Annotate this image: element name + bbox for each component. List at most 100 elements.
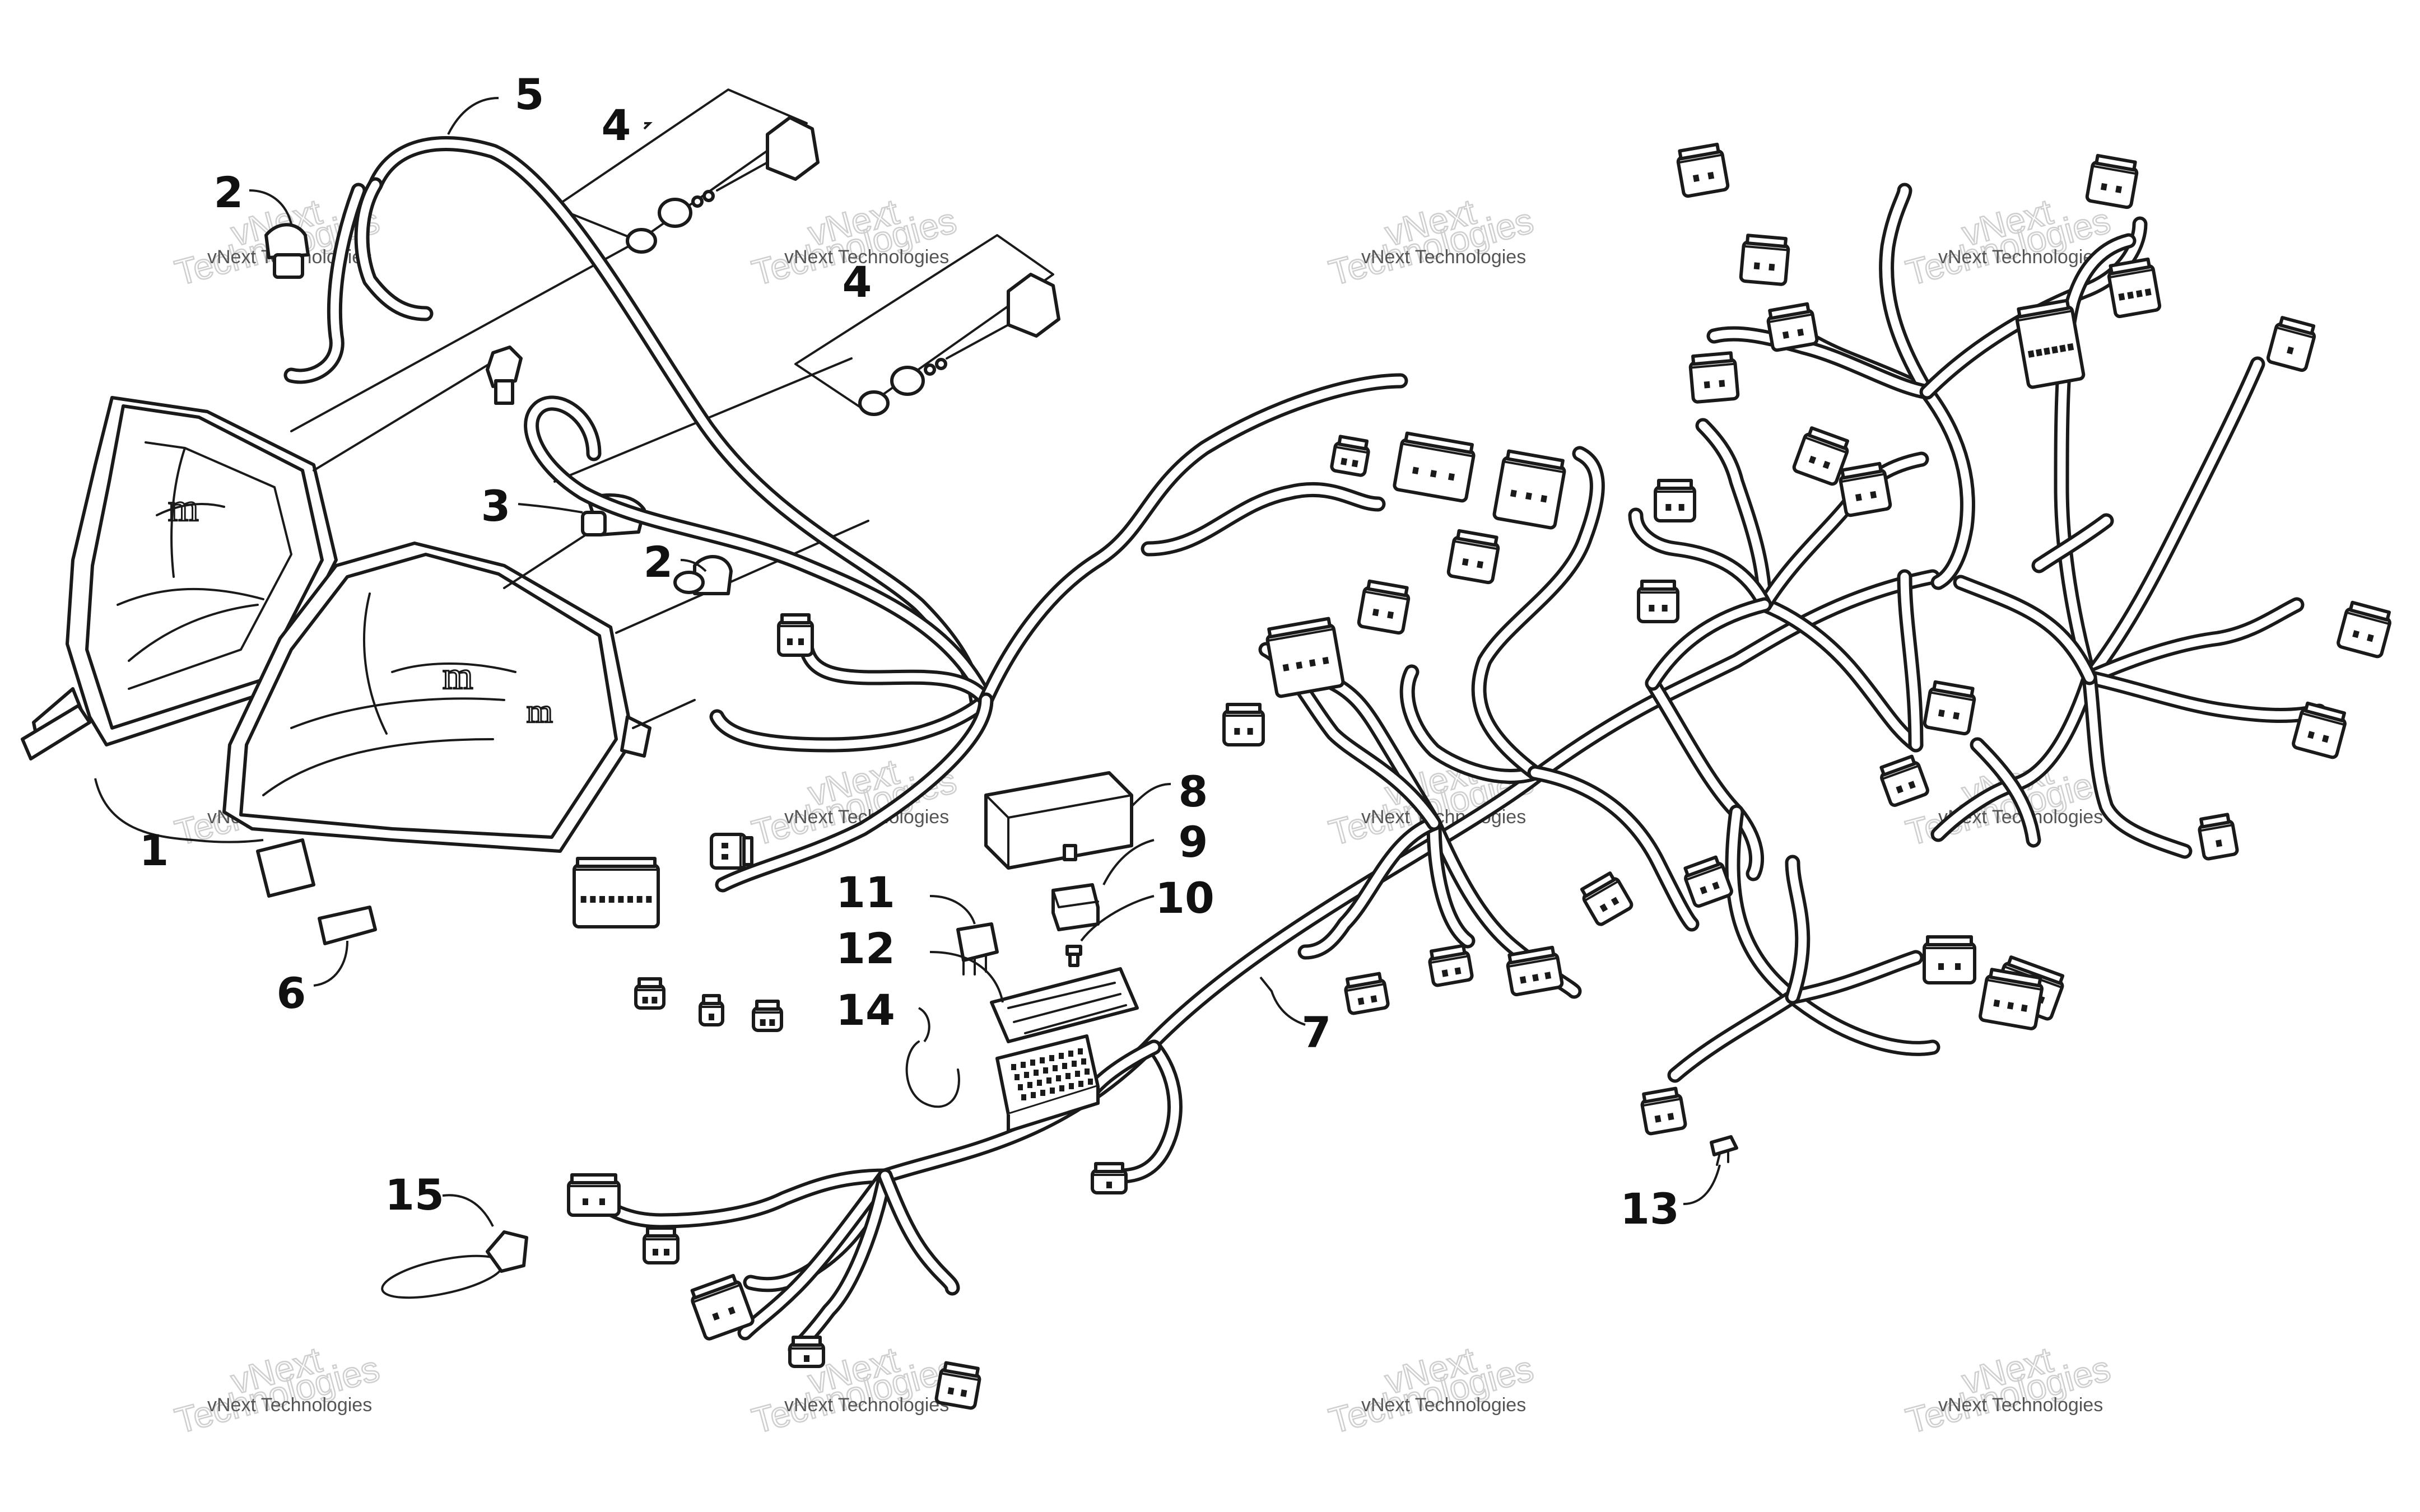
connector-42 bbox=[567, 1173, 621, 1217]
main-harness-branch-12 bbox=[1695, 418, 1772, 613]
callout-1: 1 bbox=[139, 825, 169, 875]
connector-24 bbox=[1265, 617, 1345, 698]
main-harness-branch-4 bbox=[1527, 765, 1700, 932]
main-harness-branch-8 bbox=[1297, 815, 1442, 960]
main-harness-branch-27 bbox=[1970, 737, 2041, 848]
main-harness-branch-29 bbox=[1645, 597, 1772, 691]
mini-relay bbox=[956, 922, 999, 976]
main-harness-branch-34 bbox=[2031, 513, 2114, 573]
callout-3: 3 bbox=[481, 481, 511, 531]
headlight-harness-branch-6 bbox=[799, 642, 994, 708]
headlight-harness-branch-7 bbox=[978, 373, 1408, 708]
main-harness-branch-33 bbox=[1785, 855, 1811, 1005]
connector-37 bbox=[752, 1000, 783, 1032]
main-harness-branch-35 bbox=[575, 1168, 893, 1229]
main-harness-branch-40 bbox=[1113, 1039, 1183, 1184]
watermark-text: vNext Technologies bbox=[1938, 246, 2103, 268]
callout-7: 7 bbox=[1302, 1007, 1332, 1057]
main-harness-branch-26 bbox=[2082, 670, 2193, 859]
connector-8 bbox=[1654, 479, 1696, 522]
connector-6 bbox=[1839, 461, 1892, 517]
watermark-text: vNext Technologies bbox=[1938, 1394, 2103, 1416]
connector-32 bbox=[777, 613, 814, 657]
connector-2 bbox=[2085, 153, 2139, 209]
callout-8: 8 bbox=[1179, 767, 1208, 816]
connector-27 bbox=[1428, 944, 1474, 987]
bulb-upper-left bbox=[264, 223, 310, 279]
headlight-harness-branch-3 bbox=[283, 183, 366, 384]
callout-10: 10 bbox=[1155, 873, 1214, 923]
connector-22 bbox=[1446, 529, 1500, 585]
callout-11: 11 bbox=[836, 867, 895, 917]
connector-45 bbox=[1979, 968, 2044, 1030]
callout-2b: 2 bbox=[644, 537, 673, 587]
bulb-lower bbox=[673, 555, 733, 595]
headlight-harness-branch-2 bbox=[354, 177, 434, 321]
svg-text:m: m bbox=[527, 693, 553, 730]
headlight-harness-branch-4 bbox=[524, 395, 994, 708]
callout-4b: 4 bbox=[843, 257, 872, 307]
main-harness-branch-32 bbox=[1785, 950, 1924, 1005]
main-harness-branch-17 bbox=[1879, 183, 1935, 400]
connector-35 bbox=[634, 977, 666, 1010]
fuse-block bbox=[995, 1034, 1100, 1133]
callout-5: 5 bbox=[515, 69, 544, 119]
watermark-text: vNext Technologies bbox=[207, 1394, 372, 1416]
callout-2a: 2 bbox=[214, 167, 244, 217]
leader-lines bbox=[94, 97, 1721, 1227]
relay-box bbox=[984, 771, 1133, 870]
connector-4 bbox=[1688, 351, 1740, 404]
headlight-harness-branch-9 bbox=[715, 692, 994, 893]
headlight-adjuster-upper bbox=[553, 88, 820, 254]
callout-14: 14 bbox=[836, 985, 895, 1035]
connector-43 bbox=[788, 1336, 825, 1368]
connector-16 bbox=[2198, 813, 2239, 861]
callout-15: 15 bbox=[385, 1170, 444, 1220]
bulb-3-upper bbox=[486, 346, 523, 405]
headlight-harness-branch-8 bbox=[1141, 482, 1386, 557]
main-harness-branch-28 bbox=[1953, 575, 2097, 685]
main-harness-branch-14 bbox=[1628, 507, 1772, 613]
connector-26 bbox=[1344, 972, 1390, 1015]
main-harness-branch-39 bbox=[877, 1168, 960, 1296]
connector-34 bbox=[573, 857, 660, 928]
connector-7 bbox=[1766, 302, 1819, 352]
watermark-text: vNext Technologies bbox=[1361, 246, 1526, 268]
connector-31 bbox=[1879, 754, 1929, 807]
connector-40 bbox=[643, 1226, 680, 1264]
main-wiring-harness bbox=[575, 183, 2327, 1357]
callout-4a: 4 bbox=[602, 100, 631, 150]
connector-41 bbox=[690, 1273, 755, 1341]
fuse bbox=[1065, 945, 1082, 967]
main-harness-branch-2 bbox=[1399, 664, 1543, 784]
connector-23 bbox=[1357, 579, 1411, 635]
connector-38 bbox=[1330, 435, 1370, 477]
connector-11 bbox=[2015, 298, 2086, 389]
headlight-harness-branch-1 bbox=[367, 136, 985, 713]
watermark-text: vNext Technologies bbox=[784, 1394, 949, 1416]
connector-28 bbox=[1506, 945, 1564, 997]
connector-25 bbox=[1222, 703, 1265, 746]
main-harness-branch-23 bbox=[2082, 597, 2305, 685]
fuse-label-card bbox=[990, 967, 1139, 1043]
headlight-harness-branch-5 bbox=[709, 692, 994, 753]
main-harness-branch-37 bbox=[737, 1168, 893, 1341]
connector-5 bbox=[1792, 426, 1850, 486]
retaining-clip bbox=[905, 1040, 960, 1108]
main-harness-branch-10 bbox=[1645, 675, 1765, 881]
main-harness-branch-20 bbox=[1897, 569, 1924, 753]
relay-small bbox=[1051, 883, 1100, 931]
headlight-adjuster-lower bbox=[794, 234, 1060, 416]
main-harness-branch-31 bbox=[1667, 989, 1800, 1083]
connector-14 bbox=[2292, 701, 2347, 759]
watermark-text: vNext Technologies bbox=[784, 246, 949, 268]
loop-tool bbox=[381, 1230, 528, 1299]
main-harness-branch-18 bbox=[1706, 326, 1935, 400]
connector-12 bbox=[2266, 316, 2316, 372]
headlight-assembly-left: m bbox=[21, 396, 338, 760]
